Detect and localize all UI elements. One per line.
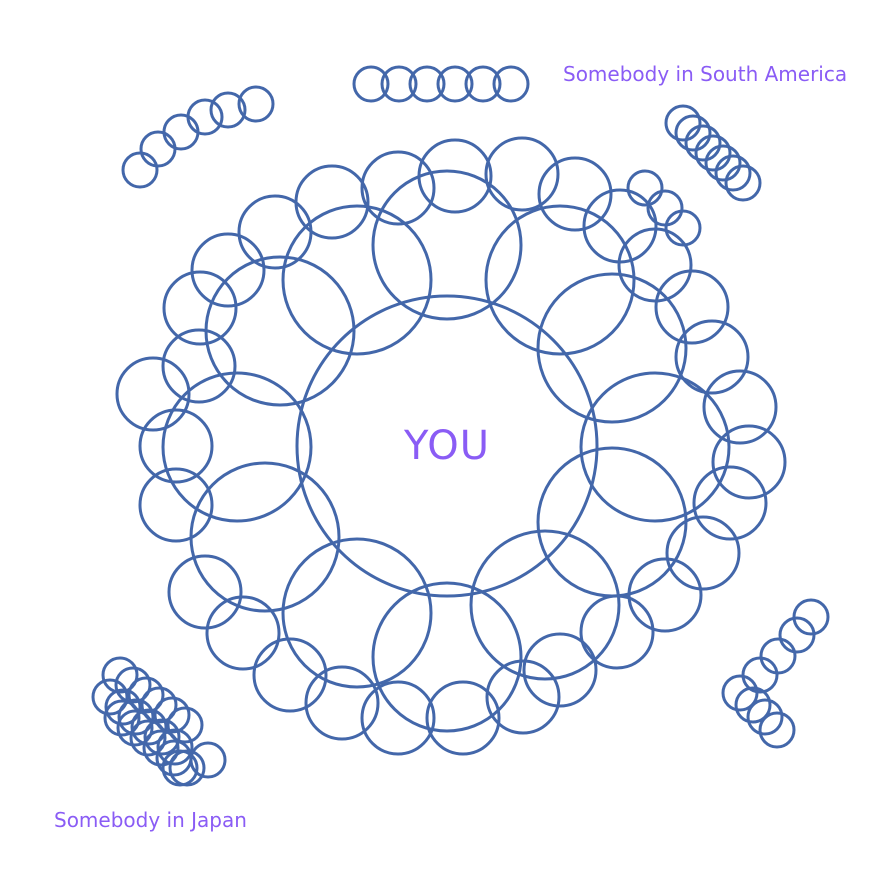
ring-circle-outer-1 <box>294 164 370 240</box>
ring-circle-middle-4 <box>536 272 688 424</box>
ring-circle-middle-1 <box>281 204 433 356</box>
south-america-chain-circle-3 <box>684 124 722 162</box>
bottom-right-chain-circle-2 <box>778 616 816 654</box>
ring-circle-outer-4 <box>484 136 560 212</box>
bottom-right-chain-circle-5 <box>721 674 759 712</box>
ring-circle-middle-8 <box>371 581 523 733</box>
japan-cluster-circle-11 <box>143 718 181 756</box>
ring-circle-middle-2 <box>371 169 523 321</box>
bottom-right-chain-circle-6 <box>734 686 772 724</box>
ring-circle-outer-8 <box>654 269 730 345</box>
ring-circle-outer-5 <box>537 156 613 232</box>
ring-circle-outer-26 <box>115 356 191 432</box>
ring-circle-outer-20 <box>304 665 380 741</box>
japan-cluster-circle-1 <box>101 656 139 694</box>
south-america-chain-circle-6 <box>714 154 752 192</box>
ring-circle-middle-7 <box>469 529 621 681</box>
japan-cluster-circle-2 <box>114 666 152 704</box>
japan-cluster-circle-14 <box>116 709 154 747</box>
south-america-chain-circle-4 <box>694 134 732 172</box>
top-left-chain-circle-1 <box>121 151 159 189</box>
japan-cluster-circle-10 <box>130 708 168 746</box>
top-chain-circle-1 <box>352 65 390 103</box>
top-chain-circle-4 <box>436 65 474 103</box>
ring-circle-outer-24 <box>138 467 214 543</box>
ring-circle-middle-10 <box>189 461 341 613</box>
ring-circle-middle-11 <box>161 371 313 523</box>
ring-circle-outer-11 <box>711 424 787 500</box>
bottom-right-chain-circle-3 <box>759 637 797 675</box>
ring-circle-outer-23 <box>167 554 243 630</box>
japan-cluster-circle-16 <box>142 729 180 767</box>
ring-circle-outer-29 <box>190 232 266 308</box>
ring-circle-outer-25 <box>138 408 214 484</box>
south-america-chain-circle-2 <box>674 114 712 152</box>
japan-cluster-circle-13 <box>103 699 141 737</box>
ring-circle-outer-17 <box>485 659 561 735</box>
ring-circle-outer-12 <box>692 465 768 541</box>
top-chain-circle-6 <box>492 65 530 103</box>
ring-circle-middle-5 <box>579 371 731 523</box>
ring-circle-outer-14 <box>627 557 703 633</box>
center-circle <box>295 294 599 598</box>
top-left-chain-circle-5 <box>209 91 247 129</box>
small-chain-circle-2 <box>646 189 684 227</box>
ring-circle-outer-2 <box>360 150 436 226</box>
ring-circle-outer-27 <box>161 328 237 404</box>
ring-circle-outer-19 <box>360 680 436 756</box>
japan-cluster-circle-20 <box>161 749 199 787</box>
ring-circle-outer-3 <box>417 138 493 214</box>
top-chain-circle-3 <box>408 65 446 103</box>
bottom-right-chain-circle-7 <box>746 698 784 736</box>
ring-circle-outer-10 <box>702 369 778 445</box>
ring-circle-outer-9 <box>674 319 750 395</box>
small-chain-circle-1 <box>626 169 664 207</box>
japan-cluster-circle-8 <box>104 688 142 726</box>
ring-circle-middle-9 <box>281 537 433 689</box>
japan-label: Somebody in Japan <box>54 808 247 832</box>
top-left-chain-circle-4 <box>186 98 224 136</box>
japan-cluster-circle-9 <box>117 698 155 736</box>
center-label-you: YOU <box>403 423 491 469</box>
japan-cluster-circle-6 <box>166 706 204 744</box>
ring-circle-outer-18 <box>425 680 501 756</box>
top-left-chain-circle-2 <box>139 130 177 168</box>
ring-circle-outer-28 <box>162 270 238 346</box>
top-chain-circle-2 <box>380 65 418 103</box>
japan-cluster-circle-4 <box>140 686 178 724</box>
ring-circle-outer-16 <box>522 632 598 708</box>
top-left-chain-circle-6 <box>237 85 275 123</box>
ring-circle-outer-21 <box>252 637 328 713</box>
japan-cluster-circle-3 <box>127 676 165 714</box>
ring-circle-outer-15 <box>579 594 655 670</box>
ring-circle-outer-22 <box>205 595 281 671</box>
bottom-right-chain-circle-8 <box>758 711 796 749</box>
ring-circle-middle-3 <box>484 204 636 356</box>
ring-circle-outer-6 <box>582 188 658 264</box>
japan-cluster-circle-5 <box>153 696 191 734</box>
japan-cluster-circle-7 <box>91 678 129 716</box>
bottom-right-chain-circle-4 <box>741 656 779 694</box>
south-america-chain-circle-7 <box>724 164 762 202</box>
japan-cluster-circle-12 <box>156 728 194 766</box>
japan-cluster-circle-19 <box>189 741 227 779</box>
south-america-label: Somebody in South America <box>563 62 848 86</box>
small-chain-circle-3 <box>664 209 702 247</box>
top-left-chain-circle-3 <box>162 113 200 151</box>
south-america-chain-circle-1 <box>664 104 702 142</box>
ring-circle-outer-30 <box>237 194 313 270</box>
ring-circle-outer-7 <box>617 227 693 303</box>
japan-cluster-circle-15 <box>129 719 167 757</box>
ring-circle-outer-13 <box>665 515 741 591</box>
south-america-chain-circle-5 <box>704 144 742 182</box>
top-chain-circle-5 <box>464 65 502 103</box>
